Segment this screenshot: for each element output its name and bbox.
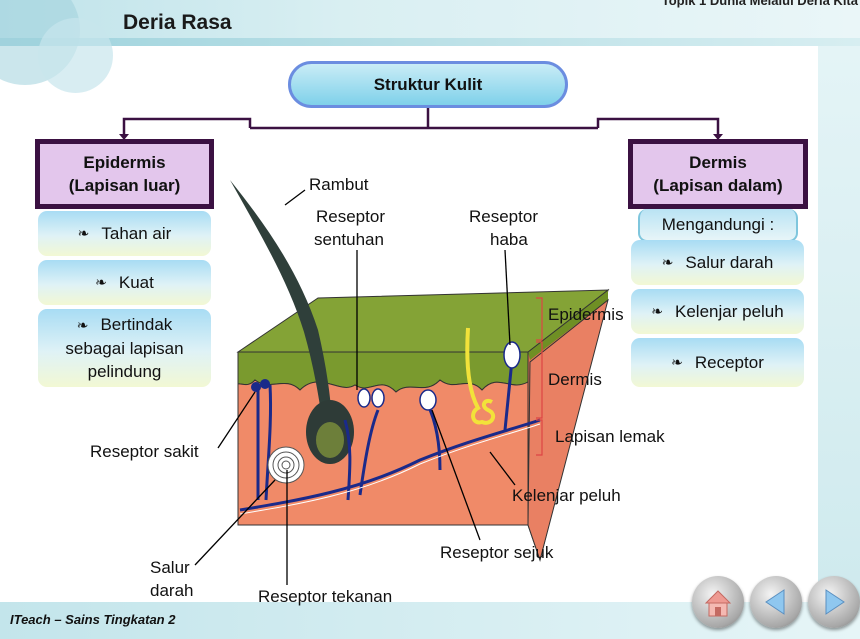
- hair: [230, 180, 332, 420]
- epidermis-item: ❧Kuat: [38, 260, 211, 305]
- dermis-title: Dermis: [689, 153, 747, 172]
- epidermis-header: Epidermis (Lapisan luar): [35, 139, 214, 209]
- label-layer-epidermis: Epidermis: [548, 305, 624, 324]
- root-node: Struktur Kulit: [288, 61, 568, 108]
- label-tekanan: Reseptor tekanan: [258, 587, 393, 606]
- bullet-icon: ❧: [76, 317, 89, 333]
- label-rambut: Rambut: [309, 175, 369, 194]
- home-icon: [704, 590, 732, 617]
- bullet-icon: ❧: [661, 254, 674, 270]
- pressure-receptor: [267, 446, 305, 484]
- label-haba-1: Reseptor: [469, 207, 538, 226]
- epidermis-item: ❧Tahan air: [38, 211, 211, 256]
- bullet-icon: ❧: [77, 225, 90, 241]
- header-stripe: [0, 38, 860, 46]
- label-layer-lemak: Lapisan lemak: [555, 427, 665, 446]
- dermis-item: ❧Salur darah: [631, 240, 804, 285]
- label-haba-2: haba: [490, 230, 528, 249]
- label-sentuhan-2: sentuhan: [314, 230, 384, 249]
- dermis-item: ❧Receptor: [631, 338, 804, 387]
- home-button[interactable]: [692, 576, 744, 628]
- right-band: [818, 46, 860, 602]
- touch-receptor: [357, 388, 385, 408]
- back-arrow-icon: [765, 589, 785, 615]
- epidermis-title: Epidermis: [83, 153, 166, 172]
- page-title: Deria Rasa: [123, 11, 232, 34]
- forward-button[interactable]: [808, 576, 860, 628]
- heat-receptor: [503, 341, 521, 369]
- pain-receptor: [251, 379, 270, 392]
- decor-circle: [38, 18, 113, 93]
- cold-receptor: [419, 389, 437, 411]
- sweat-gland: [465, 327, 496, 425]
- label-sentuhan-1: Reseptor: [316, 207, 385, 226]
- label-kelenjar: Kelenjar peluh: [512, 486, 621, 505]
- epidermis-subtitle: (Lapisan luar): [68, 176, 181, 195]
- dermis-item: ❧Kelenjar peluh: [631, 289, 804, 334]
- label-salur-2: darah: [150, 581, 194, 600]
- footer-text: ITeach – Sains Tingkatan 2: [10, 612, 176, 627]
- bullet-icon: ❧: [95, 274, 107, 290]
- dermis-subtitle: (Lapisan dalam): [653, 176, 783, 195]
- dermis-header: Dermis (Lapisan dalam): [628, 139, 808, 209]
- back-button[interactable]: [750, 576, 802, 628]
- epidermis-item: ❧Bertindak sebagai lapisan pelindung: [38, 309, 211, 387]
- label-salur-1: Salur: [150, 558, 190, 577]
- label-layer-dermis: Dermis: [548, 370, 602, 389]
- bullet-icon: ❧: [671, 354, 683, 370]
- label-sejuk: Reseptor sejuk: [440, 543, 554, 562]
- label-sakit: Reseptor sakit: [90, 442, 199, 461]
- topic-title: Topik 1 Dunia Melalui Deria Kita: [661, 0, 858, 8]
- bullet-icon: ❧: [651, 303, 664, 319]
- forward-arrow-icon: [825, 589, 845, 615]
